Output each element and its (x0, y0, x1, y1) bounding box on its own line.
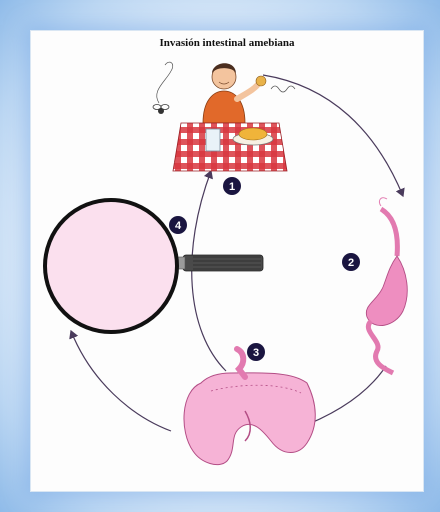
arrow-3-to-magnifier (71, 331, 171, 431)
fly-icon (153, 62, 173, 114)
cycle-diagram: 1 2 3 4 (31, 31, 423, 491)
step-label-4: 4 (175, 220, 182, 232)
step-label-2: 2 (348, 257, 354, 269)
magnifier-handle (183, 255, 263, 271)
step-badge-1: 1 (223, 177, 241, 195)
step-badge-2: 2 (342, 253, 360, 271)
step-label-3: 3 (253, 347, 259, 359)
arrow-1-to-2 (263, 75, 403, 196)
stomach-illustration (366, 198, 407, 373)
step-label-1: 1 (229, 181, 235, 193)
step-badge-4: 4 (169, 216, 187, 234)
diagram-panel: Invasión intestinal amebiana (31, 31, 423, 491)
eating-person-illustration (153, 62, 295, 171)
magnifier-lens (45, 200, 177, 332)
magnifying-glass-mucosa-illustration (45, 200, 263, 332)
large-intestine-illustration (184, 349, 315, 465)
tablecloth (173, 123, 287, 171)
step-badge-3: 3 (247, 343, 265, 361)
